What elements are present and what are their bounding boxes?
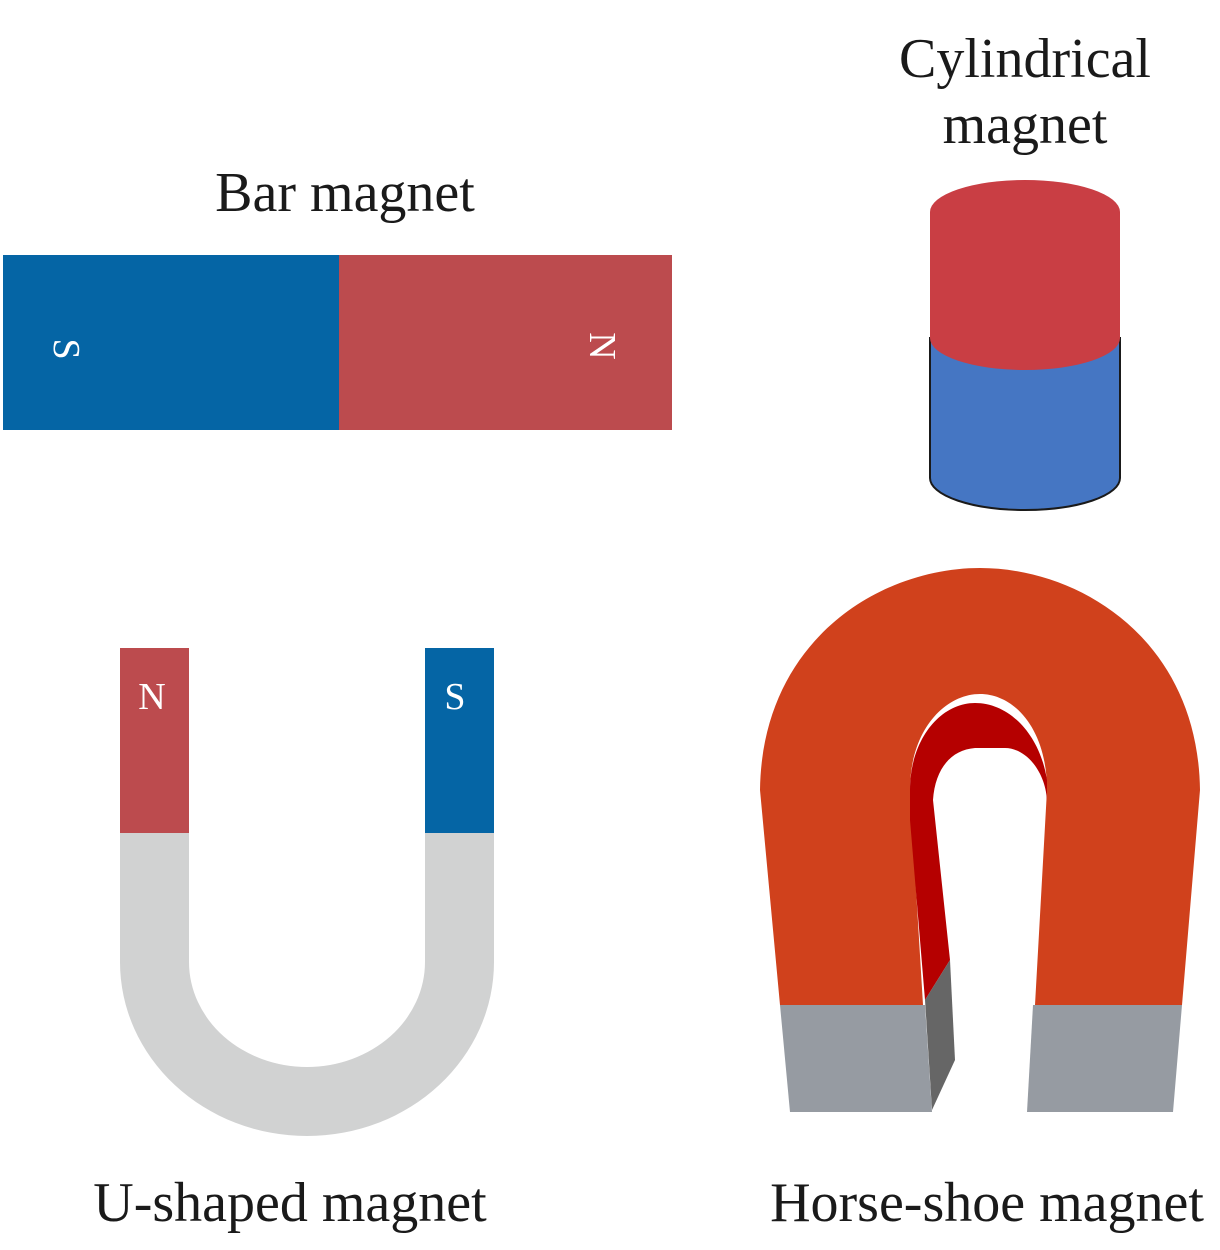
horseshoe-magnet-title: Horse-shoe magnet xyxy=(770,1172,1204,1234)
cylindrical-magnet-top-half xyxy=(930,180,1120,370)
bar-magnet-north-label: N xyxy=(581,332,623,359)
cylindrical-magnet-title-line1: Cylindrical xyxy=(899,28,1151,90)
u-shaped-magnet: N S U-shaped magnet xyxy=(93,648,494,1234)
horseshoe-magnet-inner-face xyxy=(910,703,1047,1000)
u-magnet-north-label: N xyxy=(138,676,165,718)
bar-magnet-north-pole xyxy=(339,255,672,430)
u-magnet-south-label: S xyxy=(444,676,465,718)
horseshoe-magnet: Horse-shoe magnet xyxy=(760,568,1204,1234)
cylindrical-magnet-title-line2: magnet xyxy=(943,94,1108,156)
u-magnet-south-pole xyxy=(425,648,494,833)
bar-magnet-south-label: S xyxy=(45,338,87,359)
horseshoe-magnet-left-tip xyxy=(780,1005,932,1112)
cylindrical-magnet: Cylindrical magnet xyxy=(899,28,1151,511)
bar-magnet-south-pole xyxy=(3,255,339,430)
u-magnet-title: U-shaped magnet xyxy=(93,1172,487,1234)
bar-magnet: Bar magnet S N xyxy=(3,162,672,430)
cylindrical-magnet-bottom-half xyxy=(929,337,1121,511)
u-magnet-body xyxy=(120,833,494,1136)
bar-magnet-title: Bar magnet xyxy=(215,162,475,224)
u-magnet-north-pole xyxy=(120,648,189,833)
horseshoe-magnet-tip-shadow xyxy=(925,960,955,1110)
horseshoe-magnet-right-tip xyxy=(1027,1005,1182,1112)
horseshoe-magnet-body xyxy=(760,568,1200,1005)
